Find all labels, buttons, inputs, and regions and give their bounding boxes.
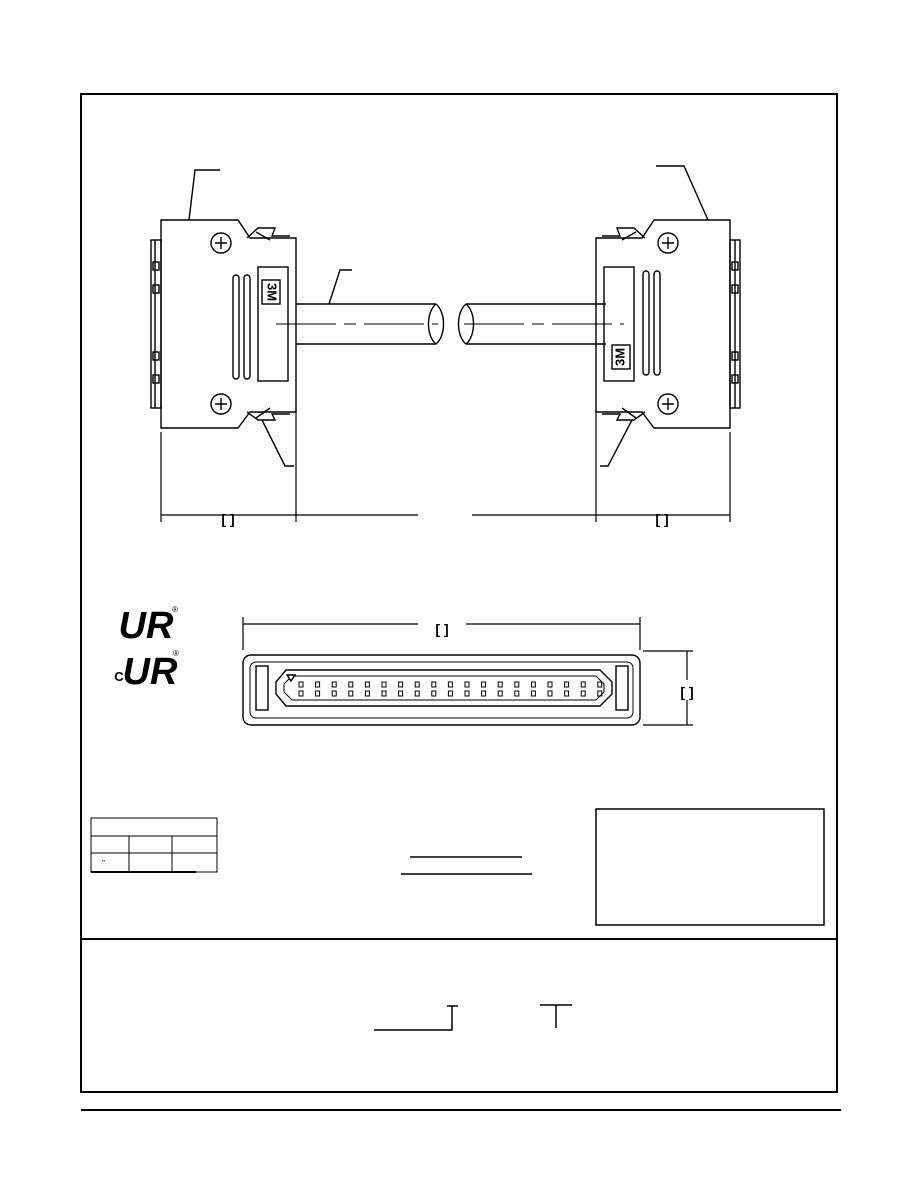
contact-pin xyxy=(447,690,453,697)
contact-pin xyxy=(597,690,603,697)
contact-pin xyxy=(481,690,487,697)
brand-mark-right: 3M xyxy=(612,348,627,366)
contact-pin xyxy=(530,690,536,697)
screw-icon xyxy=(210,393,232,415)
ur-mark-glyph: UR xyxy=(119,605,174,647)
cur-registered-symbol: ® xyxy=(173,649,179,658)
contact-pin xyxy=(298,681,304,688)
screw-icon xyxy=(657,232,679,254)
contact-pin xyxy=(547,681,553,688)
face-height-dimension: [ ] xyxy=(680,684,693,700)
contact-pin xyxy=(431,690,437,697)
contact-pin xyxy=(431,681,437,688)
contact-pin xyxy=(597,681,603,688)
left-latch-leader xyxy=(261,419,294,467)
contact-pin xyxy=(381,690,387,697)
contact-pin xyxy=(447,681,453,688)
contact-pin xyxy=(364,690,370,697)
title-block-part-number-line xyxy=(374,1006,453,1031)
connector-front-view xyxy=(242,654,641,726)
left-connector-side-view: 3M xyxy=(150,169,297,429)
contact-pin xyxy=(547,690,553,697)
screw-icon xyxy=(210,232,232,254)
contact-pin xyxy=(464,681,470,688)
ur-registered-symbol: ® xyxy=(172,605,178,614)
contact-pin xyxy=(514,690,520,697)
contact-pin xyxy=(364,681,370,688)
contact-pin xyxy=(530,681,536,688)
screw-icon xyxy=(657,393,679,415)
contact-pin xyxy=(564,681,570,688)
left-length-dimension: [ ] xyxy=(221,511,234,527)
contact-pin xyxy=(514,681,520,688)
contact-pin xyxy=(348,681,354,688)
contact-pin xyxy=(497,681,503,688)
contact-pin xyxy=(580,681,586,688)
contact-pin xyxy=(414,690,420,697)
left-connector-leader xyxy=(188,169,220,221)
contact-pin xyxy=(398,690,404,697)
face-height-dimension-lines xyxy=(643,650,693,726)
contact-pin xyxy=(564,690,570,697)
contact-pin xyxy=(464,690,470,697)
contact-pin xyxy=(298,690,304,697)
pin-one-marker xyxy=(285,674,297,683)
cable-leader xyxy=(328,269,352,305)
contact-pin xyxy=(398,681,404,688)
right-connector-side-view: 3M xyxy=(595,165,741,429)
contact-pin xyxy=(381,681,387,688)
face-width-dimension-lines xyxy=(242,617,641,650)
contact-pin xyxy=(497,690,503,697)
brand-mark-left: 3M xyxy=(265,283,280,301)
ur-recognized-mark: UR ® xyxy=(119,605,178,647)
contact-pin xyxy=(315,690,321,697)
face-width-dimension: [ ] xyxy=(435,621,448,637)
right-connector-leader xyxy=(656,165,709,221)
cur-mark-glyph: UR xyxy=(123,651,178,693)
length-dimension-lines xyxy=(160,410,731,522)
notes-box xyxy=(595,808,825,926)
cur-recognized-mark: C UR ® xyxy=(114,649,179,693)
cur-prefix-letter: C xyxy=(114,669,124,684)
contact-pin xyxy=(580,690,586,697)
contact-row xyxy=(298,681,603,697)
drawing-border xyxy=(80,93,838,1093)
right-latch-leader xyxy=(600,419,633,467)
right-length-dimension: [ ] xyxy=(655,511,668,527)
contact-pin xyxy=(348,690,354,697)
contact-pin xyxy=(481,681,487,688)
cable xyxy=(276,269,624,345)
revision-table-mark: " xyxy=(102,859,105,868)
contact-pin xyxy=(331,681,337,688)
contact-pin xyxy=(315,681,321,688)
contact-pin xyxy=(414,681,420,688)
contact-pin xyxy=(331,690,337,697)
revision-table xyxy=(90,817,218,873)
